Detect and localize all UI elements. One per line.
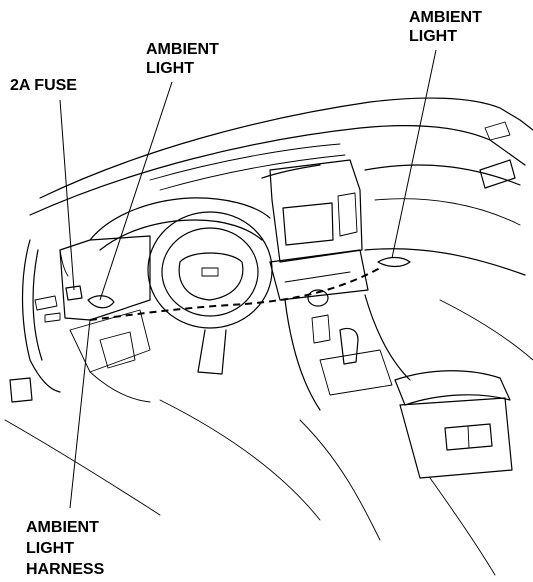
- steering-hub: [178, 252, 244, 301]
- left-door-switch: [34, 295, 58, 311]
- knee-bolster: [89, 371, 151, 403]
- shifter: [339, 327, 359, 365]
- leader-fuse: [59, 99, 75, 291]
- floor-line-2: [299, 419, 381, 541]
- shift-base: [319, 349, 393, 396]
- climate-knob: [307, 289, 329, 307]
- rear-console: [399, 397, 513, 479]
- left-switch-2: [44, 312, 61, 323]
- center-vent-right: [337, 192, 358, 237]
- ambient-light-right-label-line1: AMBIENT: [409, 9, 482, 26]
- left-door-bottom: [4, 419, 161, 516]
- armrest: [394, 370, 511, 406]
- console-left: [284, 299, 321, 411]
- left-vent: [59, 249, 69, 277]
- pedal-area: [99, 331, 136, 369]
- ambient-light-left-label-line1: AMBIENT: [146, 41, 219, 58]
- left-dash-face: [59, 235, 151, 321]
- ambient-light-left-label-line2: LIGHT: [146, 60, 194, 77]
- cupholder: [311, 314, 331, 344]
- right-door-sill: [439, 299, 533, 361]
- ambient-light-right-label-line2: LIGHT: [409, 28, 457, 45]
- steering-logo: [201, 267, 219, 277]
- center-upper-display: [261, 164, 321, 179]
- right-speaker: [484, 121, 511, 141]
- defrost-vent: [149, 143, 341, 181]
- ambient-light-harness: [89, 267, 381, 321]
- console-right: [364, 294, 411, 381]
- floor-line-1: [159, 399, 321, 521]
- cluster-hood: [89, 197, 271, 241]
- climate-panel: [269, 249, 369, 301]
- ambient-light-harness-label-line1: AMBIENT: [26, 519, 99, 536]
- fuse-label: 2A FUSE: [10, 77, 77, 94]
- floor-line-3: [429, 477, 496, 576]
- left-ambient-light-lens: [87, 295, 115, 309]
- leader-ambient-right: [391, 49, 437, 259]
- rear-vent-divider: [467, 425, 470, 449]
- center-screen: [282, 202, 334, 246]
- left-lower-door: [9, 377, 33, 403]
- leader-harness: [69, 319, 91, 509]
- passenger-glovebox: [374, 198, 521, 226]
- dash-top-inner: [29, 124, 526, 216]
- center-stack-outer: [269, 159, 363, 263]
- steering-column: [197, 329, 227, 375]
- ambient-light-harness-label-line3: HARNESS: [26, 561, 105, 578]
- climate-buttons: [284, 271, 351, 283]
- passenger-dash: [364, 164, 521, 186]
- ambient-light-harness-label-line2: LIGHT: [26, 540, 74, 557]
- steering-wheel-inner: [161, 227, 259, 317]
- right-vent: [479, 159, 516, 189]
- right-ambient-light-lens: [377, 256, 411, 268]
- fuse-box: [65, 285, 83, 301]
- rear-vent: [444, 423, 493, 451]
- defrost-vent-2: [159, 154, 346, 191]
- dash-top-edge: [39, 97, 533, 199]
- left-door-edge: [21, 239, 61, 393]
- passenger-lower: [364, 248, 526, 276]
- left-door-panel: [32, 249, 43, 361]
- cluster-hood-inner: [99, 219, 263, 251]
- leader-ambient-left: [99, 81, 173, 301]
